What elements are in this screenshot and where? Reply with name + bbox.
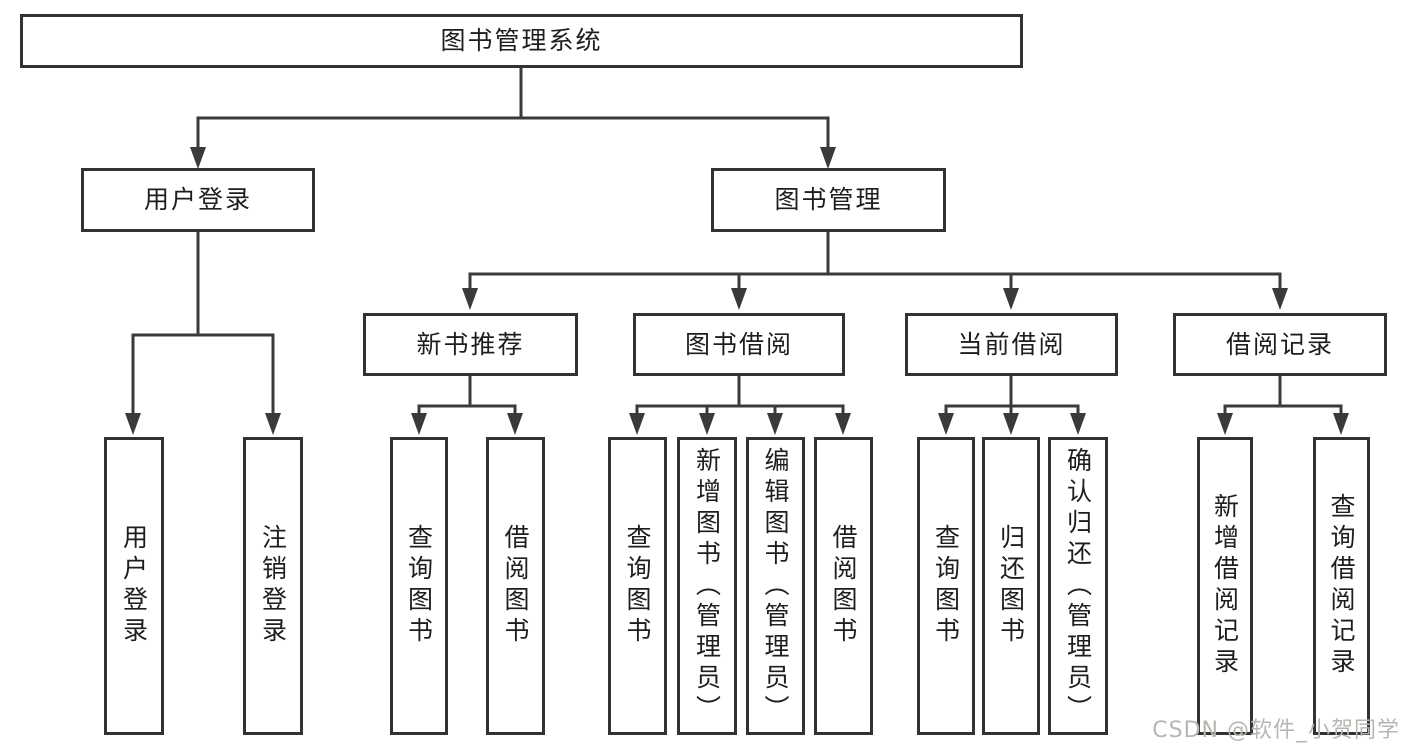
node-label: 查询借阅记录: [1327, 493, 1356, 679]
node-label: 新增借阅记录: [1210, 493, 1240, 679]
leaf-borrow-edit-books-admin: 编辑图书（管理员）: [746, 437, 805, 735]
leaf-borrow-query-books: 查询图书: [608, 437, 667, 735]
leaf-current-confirm-return-admin: 确认归还（管理员）: [1048, 437, 1108, 735]
node-user-login: 用户登录: [81, 168, 315, 232]
node-label: 归还图书: [996, 524, 1026, 648]
node-label: 借阅图书: [829, 524, 858, 648]
leaf-borrow-borrow-books: 借阅图书: [814, 437, 873, 735]
node-label: 新书推荐: [416, 329, 525, 359]
node-borrowing-records: 借阅记录: [1173, 313, 1387, 376]
node-new-book-recommendation: 新书推荐: [363, 313, 578, 376]
node-root: 图书管理系统: [20, 14, 1023, 68]
leaf-records-query-record: 查询借阅记录: [1313, 437, 1370, 735]
leaf-recommend-borrow-books: 借阅图书: [486, 437, 545, 735]
node-label: 图书管理: [774, 185, 883, 215]
leaf-user-login: 用户登录: [104, 437, 164, 735]
node-book-management: 图书管理: [711, 168, 946, 232]
node-label: 用户登录: [119, 524, 149, 648]
node-book-borrowing: 图书借阅: [633, 313, 845, 376]
leaf-current-return-books: 归还图书: [982, 437, 1040, 735]
node-label: 编辑图书（管理员）: [761, 446, 790, 726]
node-label: 新增图书（管理员）: [692, 446, 722, 726]
leaf-recommend-query-books: 查询图书: [390, 437, 448, 735]
leaf-current-query-books: 查询图书: [917, 437, 975, 735]
node-label: 图书借阅: [684, 329, 793, 359]
node-label: 注销登录: [258, 524, 288, 648]
node-label: 用户登录: [143, 185, 252, 215]
node-label: 借阅图书: [501, 524, 530, 648]
node-label: 确认归还（管理员）: [1063, 446, 1093, 726]
node-label: 借阅记录: [1225, 329, 1334, 359]
leaf-borrow-add-books-admin: 新增图书（管理员）: [677, 437, 737, 735]
node-label: 查询图书: [931, 524, 961, 648]
leaf-records-add-record: 新增借阅记录: [1197, 437, 1253, 735]
node-label: 查询图书: [623, 524, 652, 648]
arrowheads: [125, 147, 1349, 435]
node-label: 当前借阅: [957, 329, 1066, 359]
node-label: 图书管理系统: [440, 26, 603, 56]
node-current-borrowing: 当前借阅: [905, 313, 1118, 376]
leaf-logout: 注销登录: [243, 437, 303, 735]
node-label: 查询图书: [404, 524, 434, 648]
